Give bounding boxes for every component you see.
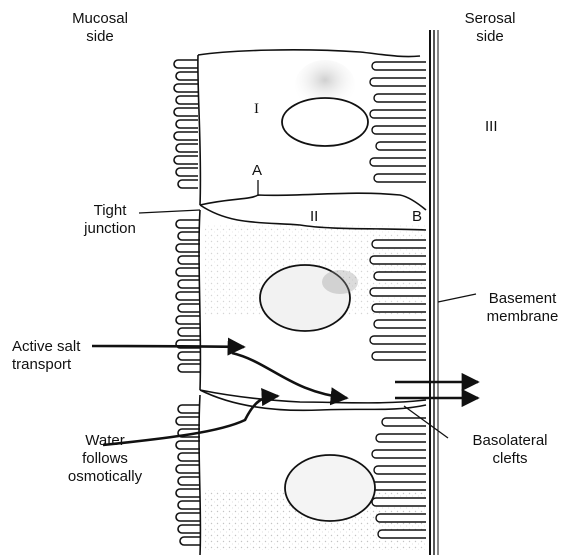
water-follows-line: Water (50, 432, 160, 450)
serosal-side-line: side (450, 28, 530, 46)
basolateral-clefts-line: clefts (455, 450, 565, 468)
basement-membrane-label: Basement membrane (470, 290, 575, 326)
tight-junction-line: Tight (80, 202, 140, 220)
basement-membrane-line: Basement (470, 290, 575, 308)
basolateral-clefts-line: Basolateral (455, 432, 565, 450)
mucosal-microvilli (174, 60, 200, 545)
point-a-marker: A (252, 162, 262, 180)
active-salt-transport-label: Active salt transport (12, 338, 80, 374)
basolateral-clefts-label: Basolateral clefts (455, 432, 565, 468)
serosal-side-line: Serosal (450, 10, 530, 28)
salt-path-arrow (232, 353, 347, 398)
arrows (92, 346, 478, 445)
active-salt-line: Active salt (12, 338, 80, 356)
active-salt-arrow (92, 346, 244, 347)
tight-junction-label: Tight junction (80, 202, 140, 238)
nucleus (282, 98, 368, 146)
mucosal-side-line: Mucosal (60, 10, 140, 28)
space-two-marker: II (310, 208, 318, 226)
basement-membrane (430, 30, 438, 555)
water-follows-line: follows (50, 450, 160, 468)
mucosal-side-label: Mucosal side (60, 10, 140, 46)
point-b-marker: B (412, 208, 422, 226)
water-follows-line: osmotically (50, 468, 160, 486)
nucleus (285, 455, 375, 521)
serosal-side-label: Serosal side (450, 10, 530, 46)
cell-one-marker: I (254, 100, 259, 118)
tight-junction-line: junction (80, 220, 140, 238)
water-follows-label: Water follows osmotically (50, 432, 160, 486)
active-salt-line: transport (12, 356, 80, 374)
basement-membrane-line: membrane (470, 308, 575, 326)
space-three-marker: III (485, 118, 498, 136)
mucosal-side-line: side (60, 28, 140, 46)
